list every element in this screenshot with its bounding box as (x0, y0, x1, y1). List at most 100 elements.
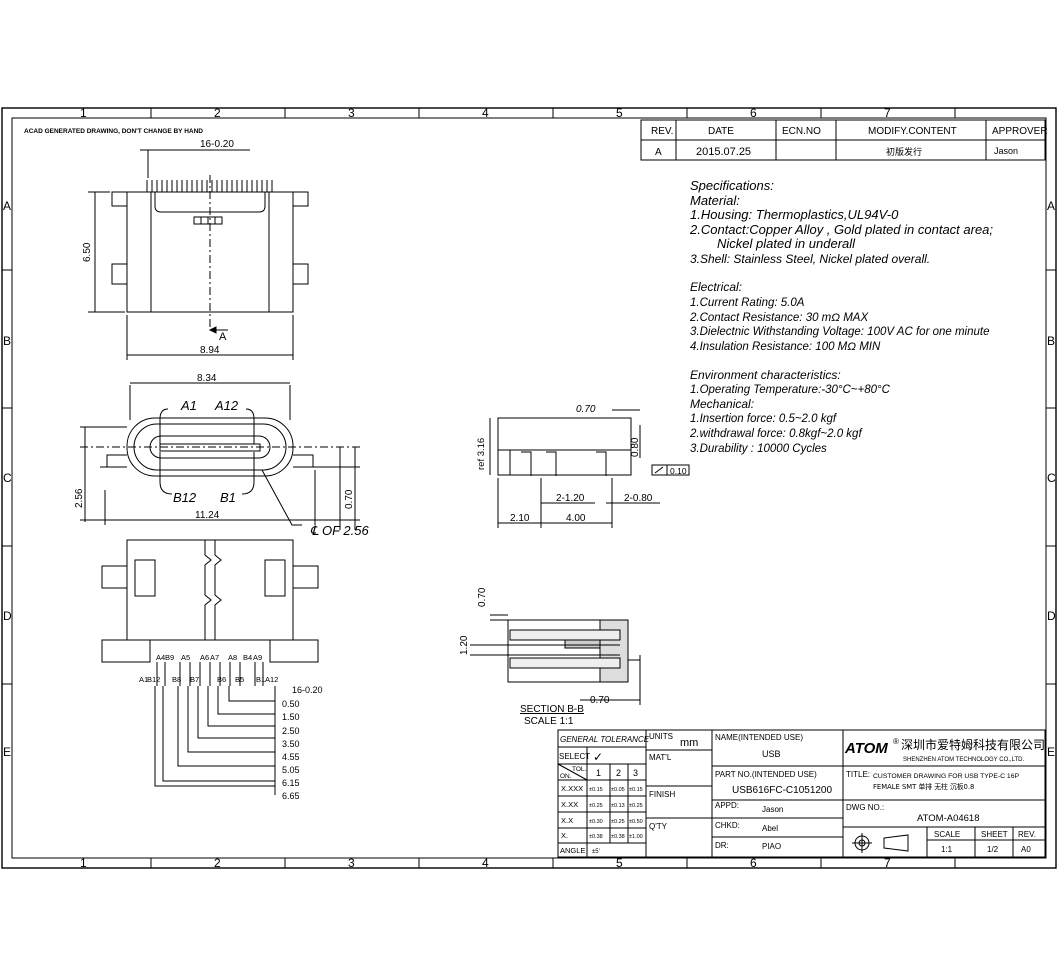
scale-header: SCALE (934, 830, 960, 839)
pin-bottom: B7 (190, 675, 199, 684)
section-scale: SCALE 1:1 (524, 716, 574, 727)
title-line1: CUSTOMER DRAWING FOR USB TYPE-C 16P (873, 773, 1019, 780)
name-value: USB (762, 749, 781, 759)
finish-label: FINISH (649, 790, 675, 799)
tol-val: ±0.13 (611, 803, 625, 809)
spec-line: 1.Current Rating: 5.0A (690, 297, 805, 309)
pin-top: A9 (253, 653, 262, 662)
approver-value: Jason (994, 146, 1018, 156)
tol-val: ±0.38 (589, 834, 603, 840)
dim-834: 8.34 (197, 373, 217, 384)
spec-environment: Environment characteristics: (690, 368, 841, 382)
row-label: C (3, 471, 12, 485)
pin-top: A6 (200, 653, 209, 662)
zone-rows: A B C D E A B C D E (2, 199, 1056, 759)
col-label: 2 (214, 106, 221, 120)
pitch-value: 6.15 (282, 778, 300, 788)
spec-mechanical: Mechanical: (690, 397, 754, 411)
spec-electrical: Electrical: (690, 280, 742, 294)
tol-val: ±0.25 (611, 819, 625, 825)
section-b-view (470, 614, 641, 705)
dim-sec-070: 0.70 (477, 587, 488, 607)
revision-table: REV. DATE ECN.NO MODIFY.CONTENT APPROVER… (640, 119, 1048, 161)
row-label: D (3, 609, 12, 623)
pitch-value: 5.05 (282, 765, 300, 775)
pin-labels: A4 B9 A5 A6 A7 A8 B4 A9 A1 B12 B8 B7 B6 … (139, 653, 278, 684)
col-label: 1 (80, 856, 87, 870)
dim-400: 4.00 (566, 513, 586, 524)
pitch-value: 3.50 (282, 739, 300, 749)
approver-header: APPROVER (992, 126, 1048, 137)
title-line2: FEMALE SMT 单排 无柱 沉板0.8 (873, 782, 974, 791)
spec-line: 3.Durability : 10000 Cycles (690, 443, 827, 455)
dim-1124: 11.24 (195, 510, 220, 521)
tol-val: ±0.25 (589, 803, 603, 809)
col-label: 5 (616, 106, 623, 120)
dwg-value: ATOM-A04618 (917, 813, 979, 824)
spec-line: 2.withdrawal force: 0.8kgf~2.0 kgf (689, 428, 863, 440)
tol-col: 2 (616, 768, 621, 778)
pin-bottom: B8 (172, 675, 181, 684)
col-label: 7 (884, 856, 891, 870)
dim-side-070: 0.70 (576, 404, 596, 415)
rev-value: A (655, 147, 662, 158)
centerline-note: ℄ OF 2.56 (310, 523, 369, 538)
pitch-list: 16-0.20 0.50 1.50 2.50 3.50 4.55 5.05 6.… (282, 685, 323, 801)
tol-val: ±0.05 (611, 787, 625, 793)
row-label: C (1047, 471, 1056, 485)
tol-col: 3 (633, 768, 638, 778)
tol-key: X. (561, 831, 568, 840)
pin-top: A7 (210, 653, 219, 662)
row-label: B (1047, 334, 1055, 348)
col-label: 6 (750, 856, 757, 870)
row-label: D (1047, 609, 1056, 623)
tol-key: ANGLE (560, 846, 585, 855)
matl-label: MAT'L (649, 753, 672, 762)
dwg-label: DWG NO.: (846, 803, 884, 812)
pitch-value: 1.50 (282, 712, 300, 722)
spec-line: 1.Housing: Thermoplastics,UL94V-0 (690, 207, 899, 222)
tol-key: X.XX (561, 800, 578, 809)
spec-line: 1.Operating Temperature:-30°C~+80°C (690, 384, 891, 396)
rev-header: REV. (651, 126, 673, 137)
pitch-value: 0.50 (282, 699, 300, 709)
tol-val: ±0.50 (629, 819, 643, 825)
title-label: TITLE: (846, 770, 870, 779)
col-label: 7 (884, 106, 891, 120)
pin-top: B9 (165, 653, 174, 662)
dim-256: 2.56 (74, 488, 85, 508)
tol-val: ±0.25 (629, 803, 643, 809)
spec-line: 3.Shell: Stainless Steel, Nickel plated … (690, 252, 930, 266)
tol-val: ±5' (592, 849, 600, 855)
tol-col: 1 (596, 768, 601, 778)
col-label: 4 (482, 856, 489, 870)
company-logo: ATOM (844, 740, 888, 757)
dim-2-120: 2-1.20 (556, 493, 585, 504)
modify-header: MODIFY.CONTENT (868, 126, 957, 137)
title-block-text: GENERAL TOLERANCE SELECT ✓ TOL. ON. 1 2 … (559, 732, 1045, 855)
row-label: A (1047, 199, 1055, 213)
appd-label: APPD: (715, 801, 739, 810)
pin-label-a12: A12 (214, 398, 239, 413)
dim-top-pitch: 16-0.20 (200, 139, 234, 150)
tol-val: ±1.00 (629, 834, 643, 840)
pitch-value: 16-0.20 (292, 685, 323, 695)
spec-title: Specifications: (690, 178, 774, 193)
tol-key: X.XXX (561, 784, 583, 793)
part-value: USB616FC-C1051200 (732, 785, 832, 796)
bottom-view (101, 539, 319, 795)
date-header: DATE (708, 126, 734, 137)
col-label: 1 (80, 106, 87, 120)
part-label: PART NO.(INTENDED USE) (715, 770, 817, 779)
pin-bottom: A1 (139, 675, 148, 684)
dim-070: 0.70 (344, 489, 355, 509)
qty-label: Q'TY (649, 822, 668, 831)
scale-value: 1:1 (941, 845, 953, 854)
sheet-value: 1/2 (987, 845, 999, 854)
front-view (80, 382, 360, 530)
units-label: UNITS (649, 732, 673, 741)
name-label: NAME(INTENDED USE) (715, 733, 803, 742)
spec-material: Material: (690, 193, 740, 208)
pitch-value: 2.50 (282, 726, 300, 736)
